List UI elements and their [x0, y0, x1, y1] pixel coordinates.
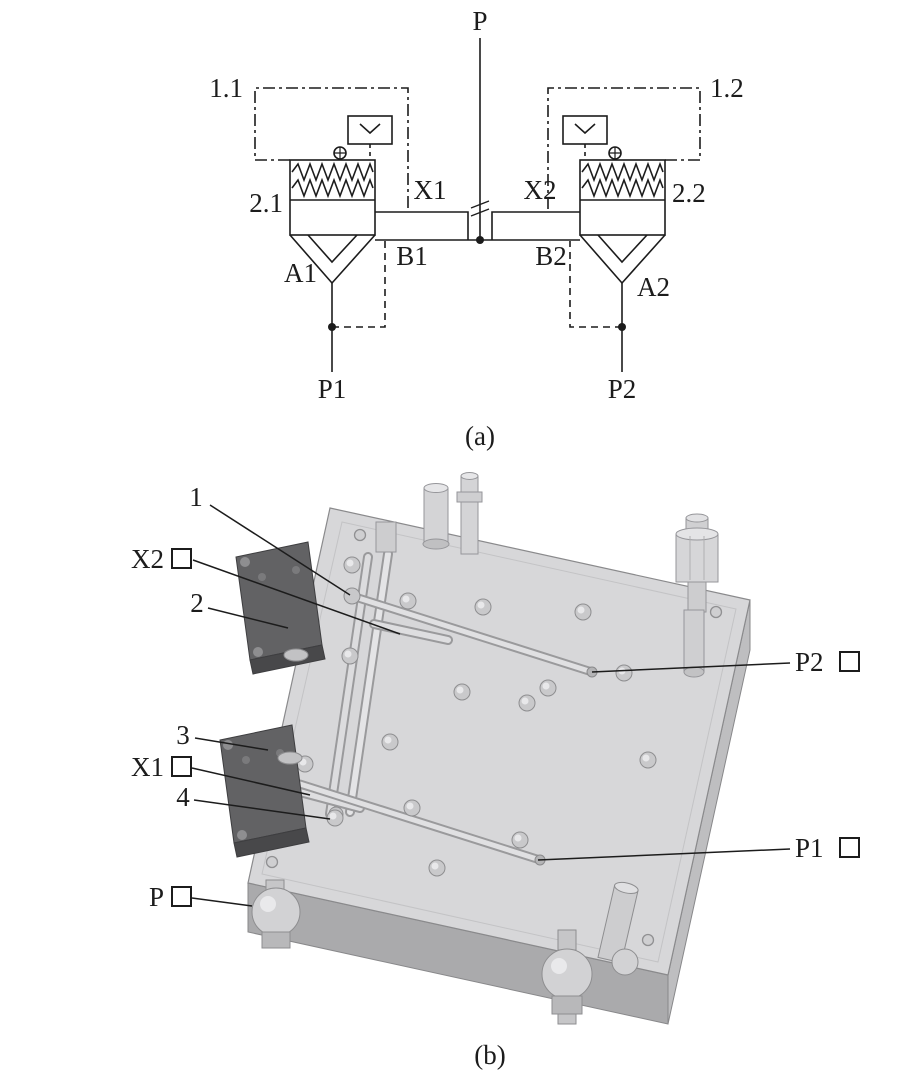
label-p1-port: P1	[795, 833, 824, 863]
label-valve-2-1: 2.1	[249, 188, 283, 218]
p-supply-line	[470, 38, 490, 244]
assembly-boundary-1-1	[254, 87, 409, 212]
leader-p1-port	[537, 848, 791, 861]
hex-fitting	[675, 513, 719, 613]
side-stud	[283, 648, 309, 662]
panel-b-caption: (b)	[474, 1040, 505, 1070]
pilot-valve-icon-right	[562, 115, 608, 160]
label-port-a1: A1	[284, 258, 317, 288]
label-port-p1: P1	[318, 374, 347, 404]
side-stud	[277, 751, 303, 765]
label-port-b2: B2	[535, 241, 567, 271]
valve-symbol-2-2	[569, 146, 666, 372]
label-callout-4: 4	[176, 782, 190, 812]
leader-callout-1	[209, 504, 351, 596]
panel-b-3d-view: 1 X2 2 3 X1 4 P P2 P1 (b)	[131, 472, 860, 1070]
valve-symbol-2-1	[289, 146, 386, 372]
cartridge-valve-2	[235, 541, 326, 675]
drilled-passages	[295, 549, 598, 866]
leader-x2-port	[192, 559, 401, 635]
spring-icon	[581, 177, 664, 199]
leader-callout-2	[207, 607, 289, 629]
assembly-boundary-1-2	[547, 87, 701, 212]
port-square-icon	[839, 651, 860, 672]
port-square-icon	[171, 548, 192, 569]
label-x2-port: X2	[131, 544, 164, 574]
bottom-right-fitting	[597, 881, 639, 964]
label-port-x1: X1	[414, 175, 447, 205]
bottom-center-ball-fitting	[541, 929, 593, 1025]
port-square-icon	[171, 756, 192, 777]
p-port-ball-fitting	[251, 879, 301, 949]
label-callout-3: 3	[176, 720, 190, 750]
leader-p2-port	[591, 662, 791, 673]
port-square-icon	[839, 837, 860, 858]
label-port-p: P	[472, 6, 487, 36]
vent-screw-icon	[608, 146, 622, 160]
label-pilot-1-1: 1.1	[209, 73, 243, 103]
port-square-icon	[171, 886, 192, 907]
label-p2-port: P2	[795, 647, 824, 677]
label-p-port: P	[149, 882, 164, 912]
pilot-valve-icon-left	[347, 115, 393, 160]
bolt-domes	[296, 556, 657, 877]
right-cylinder	[683, 609, 705, 673]
top-fittings	[375, 472, 719, 678]
label-callout-2: 2	[190, 588, 204, 618]
vent-screw-icon	[333, 146, 347, 160]
label-port-p2: P2	[608, 374, 637, 404]
manifold-block	[247, 507, 751, 1025]
passage-elbow	[343, 587, 361, 605]
label-port-b1: B1	[396, 241, 428, 271]
label-pilot-1-2: 1.2	[710, 73, 744, 103]
spring-icon	[581, 161, 664, 183]
leader-x1-port	[191, 767, 311, 796]
x2-branch-tube	[369, 619, 453, 645]
panel-a-caption: (a)	[465, 421, 495, 451]
p2-passage-tube	[347, 591, 598, 678]
leader-callout-3	[194, 737, 269, 751]
x-port-stub	[375, 521, 397, 553]
label-valve-2-2: 2.2	[672, 178, 706, 208]
label-port-x2: X2	[524, 175, 557, 205]
label-callout-1: 1	[189, 482, 203, 512]
leader-p-port	[191, 897, 253, 907]
spring-icon	[291, 161, 374, 183]
label-x1-port: X1	[131, 752, 164, 782]
bottom-fittings	[251, 879, 639, 1025]
panel-a-schematic: P 1.1 1.2 2.1 2.2 X1 X2 B1 B2 A1 A2 P1 P…	[209, 6, 744, 451]
label-port-a2: A2	[637, 272, 670, 302]
gallery-lines	[375, 211, 580, 241]
spring-icon	[291, 177, 374, 199]
bolt-holes	[265, 528, 723, 947]
leader-callout-4	[193, 799, 331, 820]
